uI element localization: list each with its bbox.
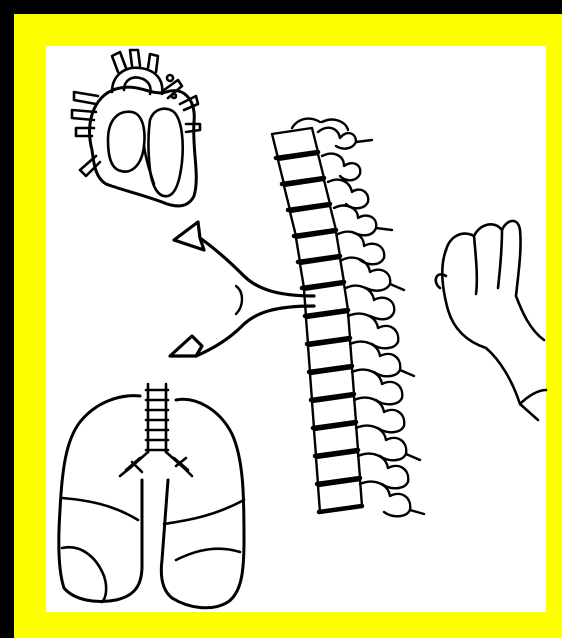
spine-icon xyxy=(272,119,424,517)
lungs-icon xyxy=(59,384,244,608)
heart-icon xyxy=(72,50,200,206)
hand-icon xyxy=(436,221,546,420)
branching-arrows-icon xyxy=(170,222,314,356)
